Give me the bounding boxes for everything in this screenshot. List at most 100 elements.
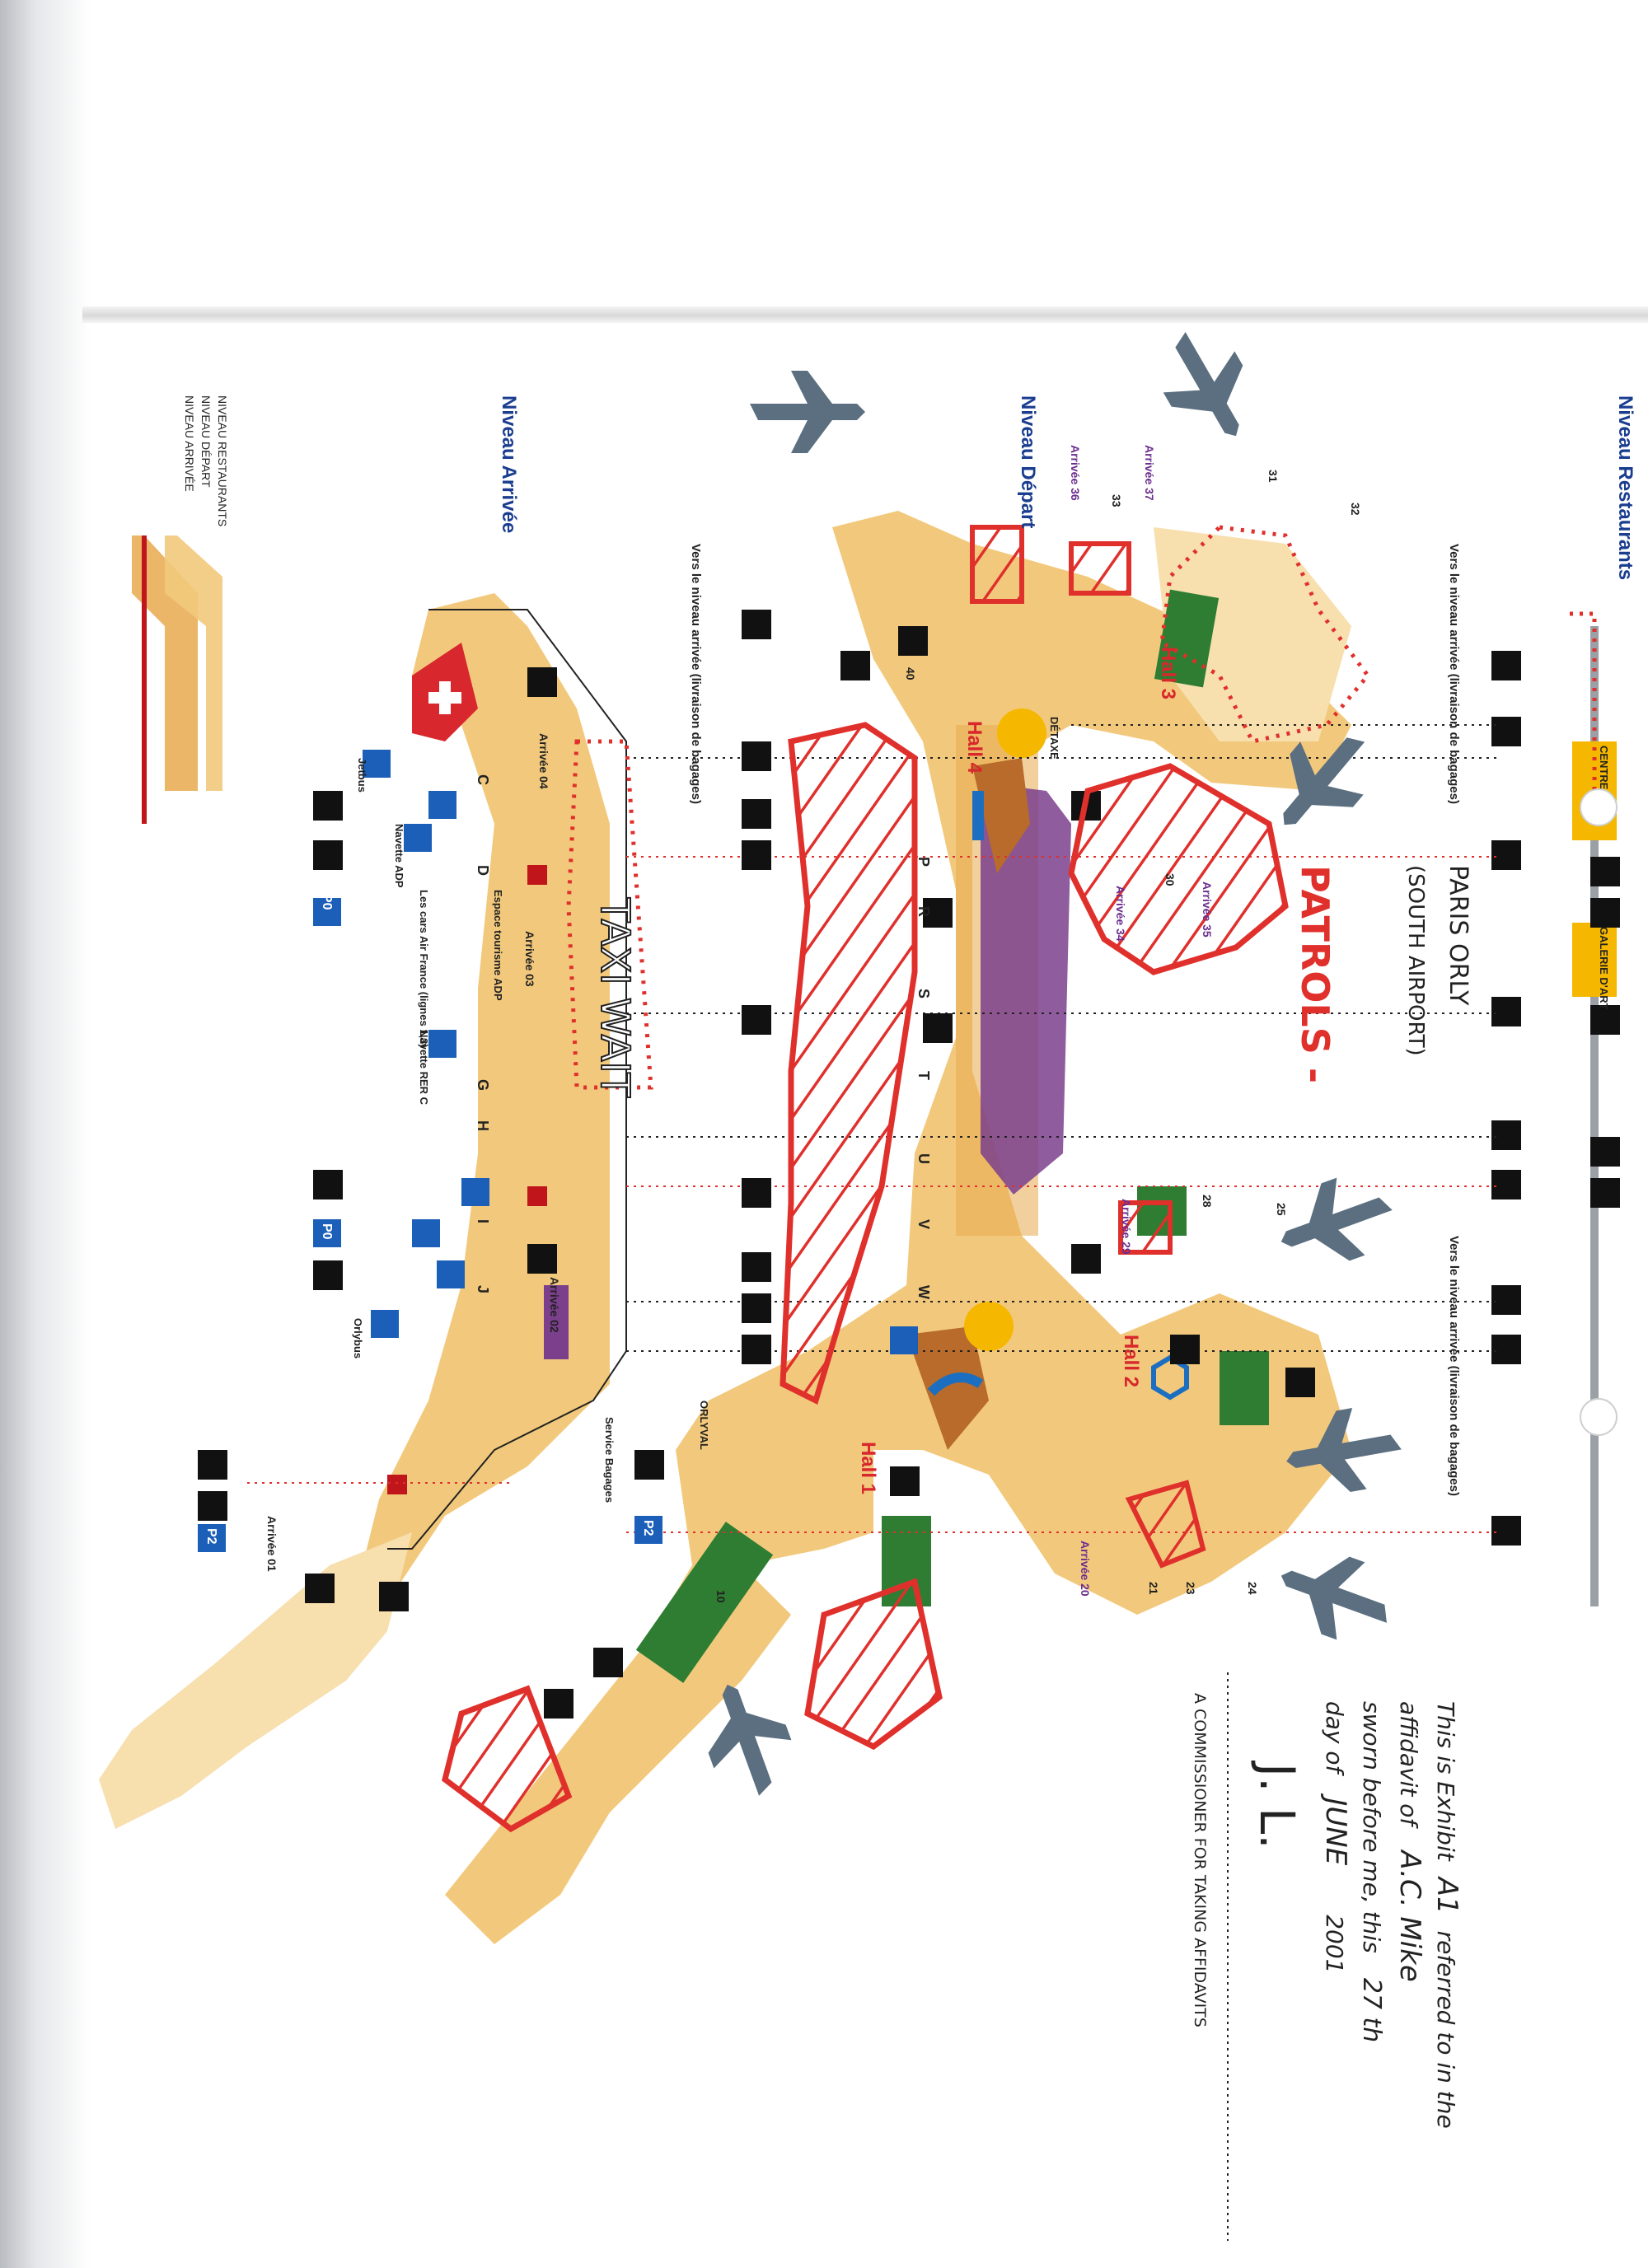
arrivee-29: Arrivée 29: [1120, 1199, 1133, 1255]
legend-arrivee: NIVEAU ARRIVÉE: [183, 395, 196, 492]
transport-pictograms: [198, 750, 918, 1552]
patrol-zone-small-4: [1125, 1480, 1206, 1569]
day-of-prefix: day of: [1321, 1701, 1348, 1777]
service-labels: DÉTAXE ORLYVAL Jetbus Navette ADP Les ca…: [352, 717, 1060, 1503]
jetbus-label: Jetbus: [356, 758, 368, 793]
gate-33: 33: [1110, 494, 1123, 507]
door-j: J: [475, 1285, 491, 1293]
exhibit-suffix: referred to in the: [1432, 1931, 1459, 2129]
parking-p2-a: P2: [204, 1528, 218, 1545]
patrol-zone-small-3: [1118, 1200, 1173, 1255]
cars-air-france-label: Les cars Air France (lignes 1,3): [418, 890, 430, 1048]
exhibit-stamp: This is ExhibitA1referred to in the affi…: [1191, 1672, 1463, 2241]
arrivee-south-pier: [99, 1532, 412, 1829]
parking-labels: P0 P0 P2 P2: [204, 894, 655, 1545]
door-w: W: [915, 1285, 932, 1299]
door-s: S: [915, 989, 932, 998]
arrivee-34: Arrivée 34: [1114, 886, 1127, 942]
handwritten-notes: PATROLS - PARIS ORLY (SOUTH AIRPORT) TAX…: [591, 865, 1472, 1099]
plane-icon-2: [1163, 332, 1243, 437]
map-rotated-group: [99, 332, 1620, 1944]
south-airport-note: (SOUTH AIRPORT): [1403, 865, 1428, 1056]
arrivee-red-1: [527, 865, 547, 885]
shops-purple: [981, 783, 1071, 1195]
door-t: T: [915, 1071, 932, 1080]
brown-zone-2: [906, 1326, 989, 1450]
patrol-zone-south: [442, 1685, 573, 1833]
hall-4-label: Hall 4: [963, 721, 986, 774]
hole-punch-1: [1580, 788, 1618, 826]
gate-10: 10: [714, 1590, 728, 1603]
patrols-note: PATROLS -: [1293, 865, 1337, 1083]
arrivee-04: Arrivée 04: [537, 733, 550, 789]
patrol-zone-hall3: [1068, 763, 1289, 975]
hall3-satellite: [1154, 527, 1351, 741]
parking-p0-a: P0: [320, 894, 334, 910]
parking-p0-b: P0: [320, 1223, 334, 1240]
gate-21: 21: [1147, 1582, 1160, 1595]
legend: [132, 535, 222, 824]
arrivee-03: Arrivée 03: [523, 931, 536, 987]
door-i: I: [475, 1219, 491, 1223]
arrivee-20: Arrivée 20: [1079, 1541, 1092, 1597]
door-letters-depart: P R S T U V W: [915, 857, 932, 1299]
gate-24: 24: [1246, 1582, 1259, 1595]
patrol-zone-central: [780, 722, 918, 1405]
green-gate-hall1: [635, 1522, 774, 1683]
door-r: R: [915, 906, 932, 917]
sworn-month: JUNE: [1319, 1793, 1352, 1865]
service-bagages-label: Service Bagages: [603, 1417, 616, 1503]
sworn-day: 27 th: [1357, 1978, 1386, 2043]
espace-tourisme-label: Espace tourisme ADP: [492, 890, 504, 1001]
text-layer: Niveau Restaurants Niveau Départ Niveau …: [183, 395, 1636, 2241]
hall-labels: Hall 1 Hall 2 Hall 3 Hall 4: [857, 647, 1179, 1494]
detaxe-label: DÉTAXE: [1048, 717, 1060, 760]
door-letters-arrivee: C D G H I J: [475, 774, 491, 1293]
exhibit-prefix: This is Exhibit: [1432, 1701, 1459, 1862]
legend-depart: NIVEAU DÉPART: [199, 395, 213, 488]
bagages-note-1: Vers le niveau arrivée (livraison de bag…: [1447, 544, 1461, 804]
green-gate-hall3: [1154, 589, 1220, 688]
plane-icons: [708, 332, 1402, 1796]
door-v: V: [915, 1219, 932, 1229]
cross-v: [439, 681, 451, 714]
red-hatched-zones: [442, 525, 1289, 1833]
gate-31: 31: [1266, 470, 1280, 483]
gate-40: 40: [904, 667, 917, 680]
arrivee-red-2: [527, 1186, 547, 1206]
exhibit-line-2: affidavit ofA.C. Mike: [1393, 1701, 1426, 1982]
navette-adp-label: Navette ADP: [393, 824, 405, 888]
navette-rer-label: Navette RER C: [418, 1030, 430, 1106]
exhibit-line-3: sworn before me, this27 th: [1357, 1701, 1386, 2042]
service-pictograms: [198, 610, 1315, 1719]
legend-restaurants: NIVEAU RESTAURANTS: [216, 395, 229, 526]
gate-28: 28: [1201, 1195, 1214, 1208]
door-h: H: [475, 1120, 491, 1131]
title-depart: Niveau Départ: [1017, 395, 1039, 528]
arrivee-01: Arrivée 01: [265, 1516, 279, 1572]
gate-number-labels: 32 31 33 30 28 25 24 23 21 10 40: [714, 470, 1362, 1603]
title-restaurants: Niveau Restaurants: [1614, 395, 1636, 580]
restaurant-level: [1491, 611, 1620, 1606]
arrivee-road-outline: [387, 609, 627, 1550]
plane-icon-4: [1280, 1177, 1393, 1261]
plane-icon-5: [1286, 1408, 1402, 1492]
blue-walk-2: [972, 791, 984, 840]
detaxe-circle: [997, 708, 1046, 758]
commissioner-signature: J. L.: [1249, 1761, 1305, 1849]
hall1-pier: [445, 1565, 791, 1944]
bagages-note-3: Vers le niveau arrivée (livraison de bag…: [1447, 1236, 1461, 1496]
hole-punch-2: [1580, 1398, 1618, 1436]
patrol-zone-small-2: [1069, 541, 1131, 596]
arrivee-purple: [544, 1285, 569, 1359]
green-gate-hall2b: [1220, 1351, 1269, 1425]
gate-23: 23: [1184, 1582, 1197, 1595]
level-connectors: [247, 724, 1500, 1533]
bagages-note-2: Vers le niveau arrivée (livraison de bag…: [689, 544, 703, 804]
hall-2-label: Hall 2: [1120, 1335, 1142, 1387]
galerie-art-label: GALERIE D'ART: [1598, 927, 1610, 1010]
red-dotted-outlines: [566, 525, 1371, 1090]
arrivee-35: Arrivée 35: [1201, 881, 1214, 938]
orlyval-label: ORLYVAL: [698, 1401, 710, 1450]
